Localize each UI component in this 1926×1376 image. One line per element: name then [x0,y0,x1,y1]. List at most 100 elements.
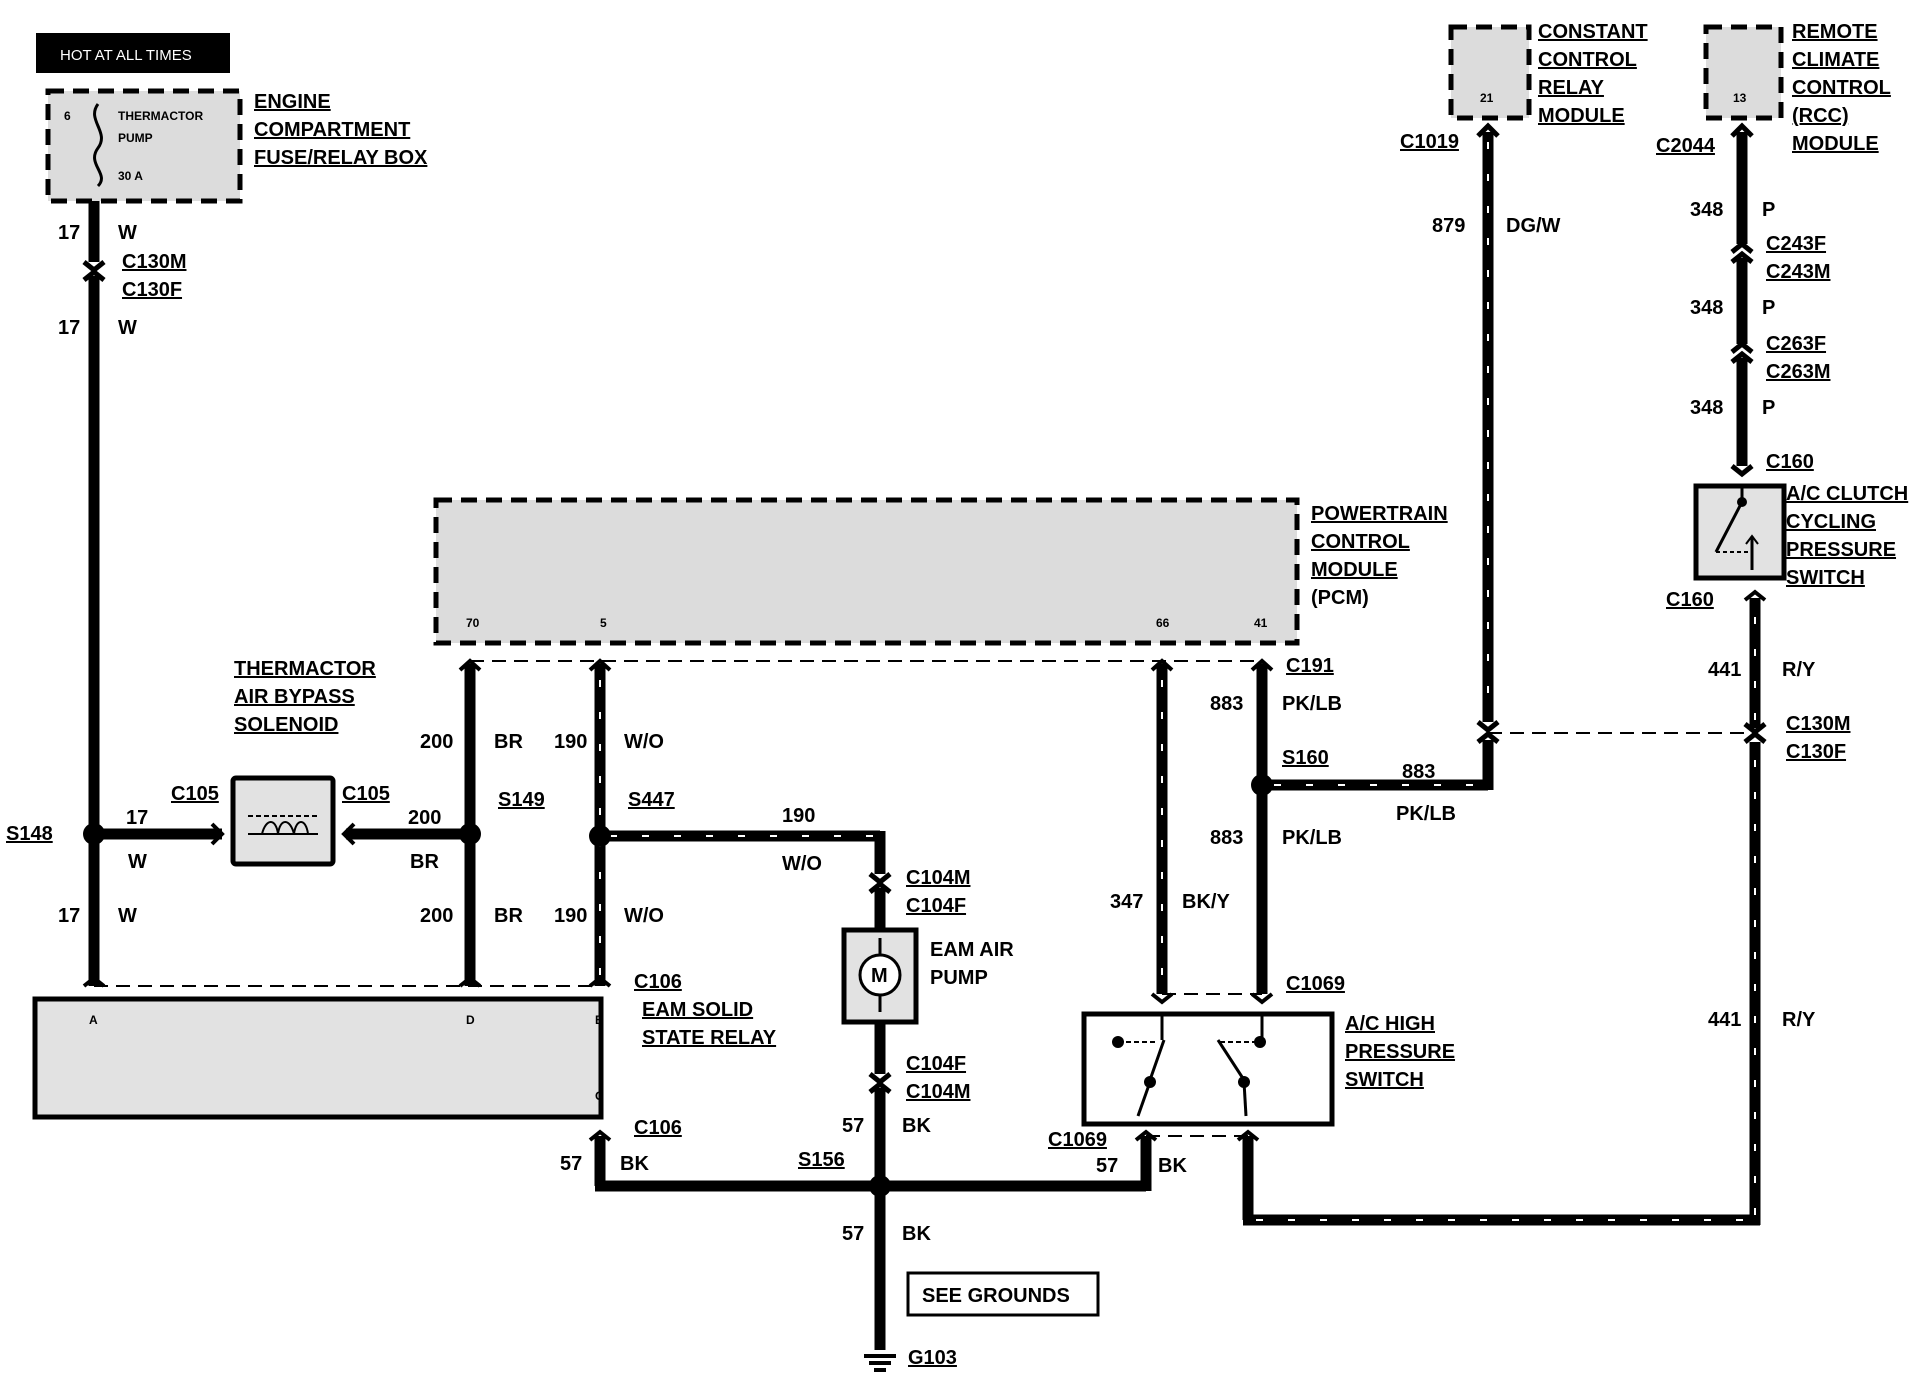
fuse-box-name-1: ENGINE [254,91,331,113]
rcc-name-4: (RCC) [1792,105,1849,127]
c263f-label: C263F [1766,333,1826,355]
power-header: HOT AT ALL TIMES [60,47,192,64]
c160-top-label: C160 [1766,451,1814,473]
eam-solid-state-relay: A D B C [32,996,604,1120]
rcc-name-1: REMOTE [1792,21,1878,43]
c2044-label: C2044 [1656,135,1716,157]
relay-pin-b: B [595,1013,604,1027]
fuse-icon [93,103,103,188]
circuit-348-b: 348 [1690,297,1723,319]
color-bky: BK/Y [1182,891,1230,913]
c130f-right: C130F [1786,741,1846,763]
color-bk-c: BK [902,1223,931,1245]
pcm-module: 70 5 66 41 POWERTRAIN CONTROL MODULE (PC… [433,497,1448,646]
circuit-348-wire [1730,122,1754,478]
color-ry-b: R/Y [1782,1009,1816,1031]
c130m-right: C130M [1786,713,1850,735]
pcm-name-3: MODULE [1311,559,1398,581]
ccrm-name-4: MODULE [1538,105,1625,127]
color-br-b: BR [494,731,523,753]
ccrm-pin: 21 [1480,91,1494,105]
pcm-pin-66: 66 [1156,616,1170,630]
ac-clutch-cycling-switch [1693,483,1787,581]
c1019-label: C1019 [1400,131,1459,153]
color-w-c: W [128,851,147,873]
s447-label: S447 [628,789,675,811]
pcm-name-1: POWERTRAIN [1311,503,1448,525]
color-p-b: P [1762,297,1775,319]
circuit-348-c: 348 [1690,397,1723,419]
relay-pin-d: D [466,1013,475,1027]
circuit-190-c: 190 [782,805,815,827]
c191-label: C191 [1286,655,1334,677]
circuit-348-a: 348 [1690,199,1723,221]
splice-s156 [869,1175,891,1197]
ccrm-module: 21 CONSTANT CONTROL RELAY MODULE [1448,21,1648,127]
splice-s160 [1251,774,1273,796]
color-p-c: P [1762,397,1775,419]
rcc-module: 13 REMOTE CLIMATE CONTROL (RCC) MODULE [1703,21,1891,155]
circuit-190-wire [588,658,892,988]
color-ry-a: R/Y [1782,659,1816,681]
color-w-a: W [118,222,137,244]
rcc-name-2: CLIMATE [1792,49,1879,71]
circuit-57-a: 57 [842,1115,864,1137]
ccrm-name-1: CONSTANT [1538,21,1648,43]
color-wo-a: W/O [624,731,664,753]
switch-blade-icon [1714,501,1744,553]
c130m-label: C130M [122,251,186,273]
circuit-190-b: 190 [554,905,587,927]
circuit-879-wire [1476,122,1500,744]
pump-name-2: PUMP [930,967,988,989]
c105-right-icon [341,822,356,846]
circuit-17-a: 17 [58,222,80,244]
cc-switch-name-4: SWITCH [1786,567,1865,589]
switch-contact-right-icon [1216,1014,1266,1117]
pump-symbol: M [871,965,888,987]
thermactor-solenoid [230,775,336,867]
ground-icon [864,1354,896,1372]
c104m-top: C104M [906,867,970,889]
color-br-a: BR [410,851,439,873]
c106-top-label: C106 [634,971,682,993]
circuit-441-wire [1236,589,1767,1226]
c130-connector-bottom-icon [82,268,106,282]
circuit-883-c: 883 [1210,827,1243,849]
color-pklb-b: PK/LB [1396,803,1456,825]
circuit-883-a: 883 [1210,693,1243,715]
cc-switch-name-1: A/C CLUTCH [1786,483,1908,505]
see-grounds-label[interactable]: SEE GROUNDS [922,1285,1070,1307]
fuse-number: 6 [64,109,71,123]
s160-label: S160 [1282,747,1329,769]
circuit-17-b: 17 [58,317,80,339]
fuse-name-2: PUMP [118,131,153,145]
ac-high-pressure-switch [1081,993,1335,1127]
fuse-box-name-2: COMPARTMENT [254,119,410,141]
splice-s447 [589,825,611,847]
g103-label: G103 [908,1347,957,1369]
circuit-17-d: 17 [58,905,80,927]
color-pklb-a: PK/LB [1282,693,1342,715]
circuit-883-b: 883 [1402,761,1435,783]
pcm-pin-70: 70 [466,616,480,630]
c104f-bottom: C104F [906,1053,966,1075]
color-bk-a: BK [902,1115,931,1137]
circuit-883-wire [1250,658,1494,1005]
c263m-label: C263M [1766,361,1830,383]
circuit-441-a: 441 [1708,659,1741,681]
fuse-rating: 30 A [118,169,143,183]
color-wo-b: W/O [624,905,664,927]
circuit-17-wire [82,201,106,988]
rcc-name-5: MODULE [1792,133,1879,155]
splice-s149 [459,823,481,845]
circuit-200-b: 200 [420,731,453,753]
cc-switch-name-2: CYCLING [1786,511,1876,533]
fuse-box: 6 THERMACTOR PUMP 30 A ENGINE COMPARTMEN… [45,88,428,204]
solenoid-name-2: AIR BYPASS [234,686,355,708]
circuit-57-b: 57 [560,1153,582,1175]
pcm-pin-5: 5 [600,616,607,630]
color-w-d: W [118,905,137,927]
color-br-c: BR [494,905,523,927]
relay-pin-c: C [595,1089,604,1103]
c130f-label: C130F [122,279,182,301]
